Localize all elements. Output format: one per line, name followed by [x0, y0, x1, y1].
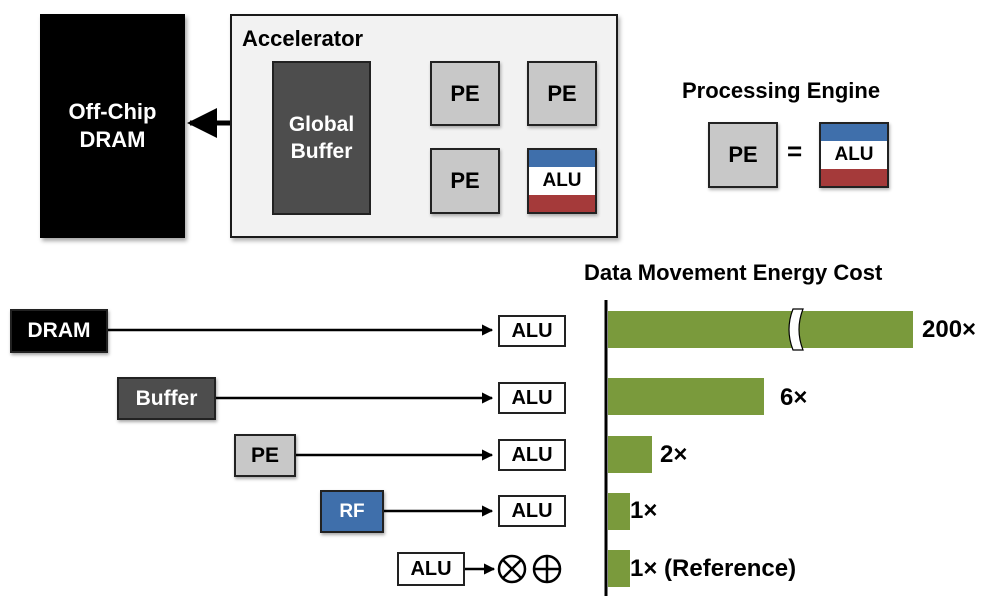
alu-bottom-band: [821, 169, 887, 186]
alu-bottom-band: [529, 195, 595, 212]
alu-source-box: ALU: [397, 552, 465, 586]
rf-source-box: RF: [320, 490, 384, 533]
bar-label-1x-reference: 1× (Reference): [630, 555, 797, 582]
offchip-dram-line2: DRAM: [79, 127, 146, 152]
alu-target-box: ALU: [498, 495, 566, 527]
alu-legend-stack: ALU: [819, 122, 889, 188]
alu-target-label: ALU: [511, 443, 553, 466]
global-buffer-line2: Buffer: [290, 140, 353, 163]
bar-label-200x: 200×: [922, 316, 977, 343]
energy-bars: [608, 308, 913, 587]
pe-block-top-left: PE: [430, 61, 500, 126]
bar-label-2x: 2×: [660, 441, 688, 468]
global-buffer-line1: Global: [288, 113, 355, 136]
alu-stack-in-grid: ALU: [527, 148, 597, 214]
pe-label: PE: [728, 142, 758, 167]
alu-target-box: ALU: [498, 439, 566, 471]
dram-source-box: DRAM: [10, 309, 108, 353]
axis-break-mark: [788, 308, 804, 351]
pe-block-top-right: PE: [527, 61, 597, 126]
pe-label: PE: [450, 168, 480, 193]
equals-sign: =: [787, 136, 803, 166]
energy-cost-title: Data Movement Energy Cost: [584, 260, 883, 285]
buffer-source-box: Buffer: [117, 377, 216, 420]
pe-legend-block: PE: [708, 122, 778, 188]
alu-target-label: ALU: [511, 319, 553, 342]
pe-label: PE: [547, 80, 577, 106]
energy-bar-pe: [608, 436, 652, 473]
processing-engine-title: Processing Engine: [682, 78, 881, 103]
alu-label: ALU: [821, 141, 887, 169]
bar-label-6x: 6×: [780, 384, 808, 411]
pe-source-label: PE: [250, 443, 279, 467]
bar-label-1x: 1×: [630, 497, 658, 524]
pe-source-box: PE: [234, 434, 296, 477]
alu-top-band: [821, 124, 887, 141]
energy-bar-rf: [608, 493, 630, 530]
energy-bar-dram: [608, 311, 913, 348]
alu-target-label: ALU: [511, 386, 553, 409]
pe-block-bottom-left: PE: [430, 148, 500, 214]
alu-target-box: ALU: [498, 315, 566, 347]
alu-top-band: [529, 150, 595, 167]
alu-target-label: ALU: [511, 499, 553, 522]
multiply-circle-icon: [497, 554, 527, 584]
pe-label: PE: [450, 80, 480, 106]
alu-target-box: ALU: [498, 382, 566, 414]
alu-label: ALU: [529, 167, 595, 195]
plus-circle-icon: [532, 554, 562, 584]
rf-source-label: RF: [339, 500, 365, 522]
dram-source-label: DRAM: [27, 319, 91, 342]
buffer-source-label: Buffer: [135, 386, 198, 410]
accelerator-title: Accelerator: [242, 26, 364, 51]
global-buffer-block: Global Buffer: [272, 61, 371, 215]
energy-bar-buffer: [608, 378, 764, 415]
offchip-dram-block: Off-Chip DRAM: [40, 14, 185, 238]
alu-source-label: ALU: [410, 557, 452, 580]
energy-bar-alu: [608, 550, 630, 587]
offchip-dram-line1: Off-Chip: [68, 99, 157, 124]
